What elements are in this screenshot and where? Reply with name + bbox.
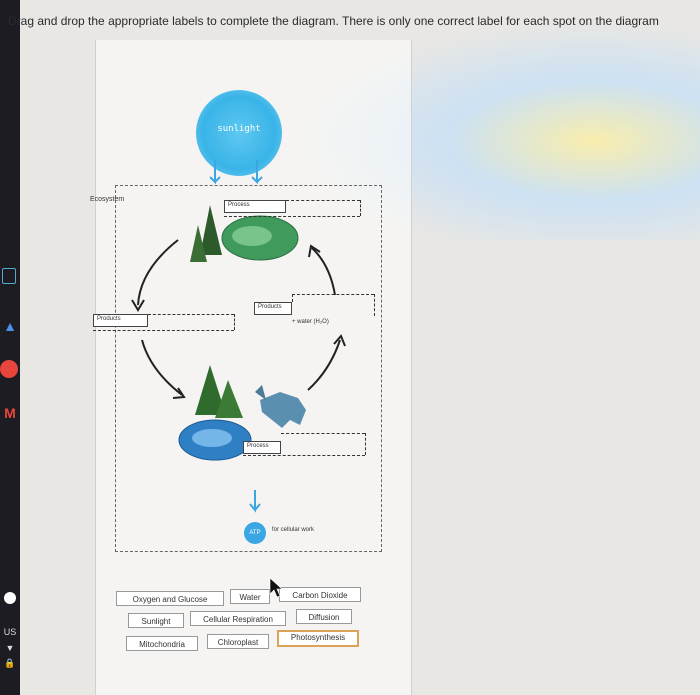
drop-target-products-right[interactable]: Products (254, 302, 292, 315)
tree-icon (215, 380, 243, 418)
settings-icon[interactable] (4, 592, 16, 604)
label-chip-sunlight[interactable]: Sunlight (128, 613, 184, 628)
cycle-arrow (311, 247, 336, 296)
drop-target-process-bottom[interactable]: Process (243, 441, 281, 454)
sun-icon (196, 90, 282, 176)
cycle-arrow (141, 339, 183, 396)
dashed-leader (281, 433, 365, 434)
dashed-leader (243, 455, 365, 456)
ecosystem-label: Ecosystem (90, 196, 125, 203)
dashed-leader (292, 294, 374, 295)
dashed-leader (224, 216, 360, 217)
wifi-icon[interactable]: ▼ (5, 643, 15, 653)
gmail-icon[interactable]: M (4, 405, 16, 421)
water-text: + water (H₂O) (292, 319, 329, 325)
instructions-text: Drag and drop the appropriate labels to … (8, 14, 659, 28)
fox-icon (260, 392, 306, 428)
atp-arrow (249, 490, 261, 513)
chloroplast-icon (232, 226, 272, 246)
label-chip-carbon-dioxide[interactable]: Carbon Dioxide (279, 587, 361, 602)
taskbar: ▲ M US ▼ 🔒 (0, 0, 20, 695)
dashed-leader (234, 314, 235, 330)
dashed-leader (292, 294, 293, 302)
dashed-leader (93, 330, 234, 331)
dashed-leader (374, 294, 375, 316)
label-chip-cellular-respiration[interactable]: Cellular Respiration (190, 611, 286, 626)
drop-target-process-top[interactable]: Process (224, 200, 286, 213)
label-chip-photosynthesis[interactable]: Photosynthesis (277, 630, 359, 647)
mitochondria-icon (192, 429, 232, 447)
atp-icon: ATP (244, 522, 266, 544)
cycle-arrow (307, 339, 341, 391)
ecosystem-frame (115, 185, 382, 552)
app-icon[interactable] (2, 268, 16, 284)
dashed-leader (360, 200, 361, 216)
dashed-leader (365, 433, 366, 455)
label-chip-mitochondria[interactable]: Mitochondria (126, 636, 198, 651)
cellular-work-text: for cellular work (272, 527, 315, 533)
tree-icon (195, 365, 226, 415)
lock-icon: 🔒 (4, 658, 16, 668)
tree-icon (190, 225, 207, 262)
label-chip-oxygen-glucose[interactable]: Oxygen and Glucose (116, 591, 224, 606)
label-chip-diffusion[interactable]: Diffusion (296, 609, 352, 624)
sun-label: sunlight (217, 124, 261, 134)
dashed-leader (148, 314, 234, 315)
label-chip-chloroplast[interactable]: Chloroplast (207, 634, 269, 649)
language-indicator[interactable]: US (3, 627, 17, 637)
drive-icon[interactable]: ▲ (3, 318, 17, 334)
chrome-icon[interactable] (0, 360, 18, 378)
label-chip-water[interactable]: Water (230, 589, 270, 604)
tree-icon (200, 205, 222, 255)
sun-ray-arrow (209, 160, 221, 185)
drop-target-products-left[interactable]: Products (93, 314, 148, 327)
dashed-leader (286, 200, 360, 201)
sun-ray-arrow (251, 160, 263, 185)
cycle-arrow (137, 239, 179, 306)
